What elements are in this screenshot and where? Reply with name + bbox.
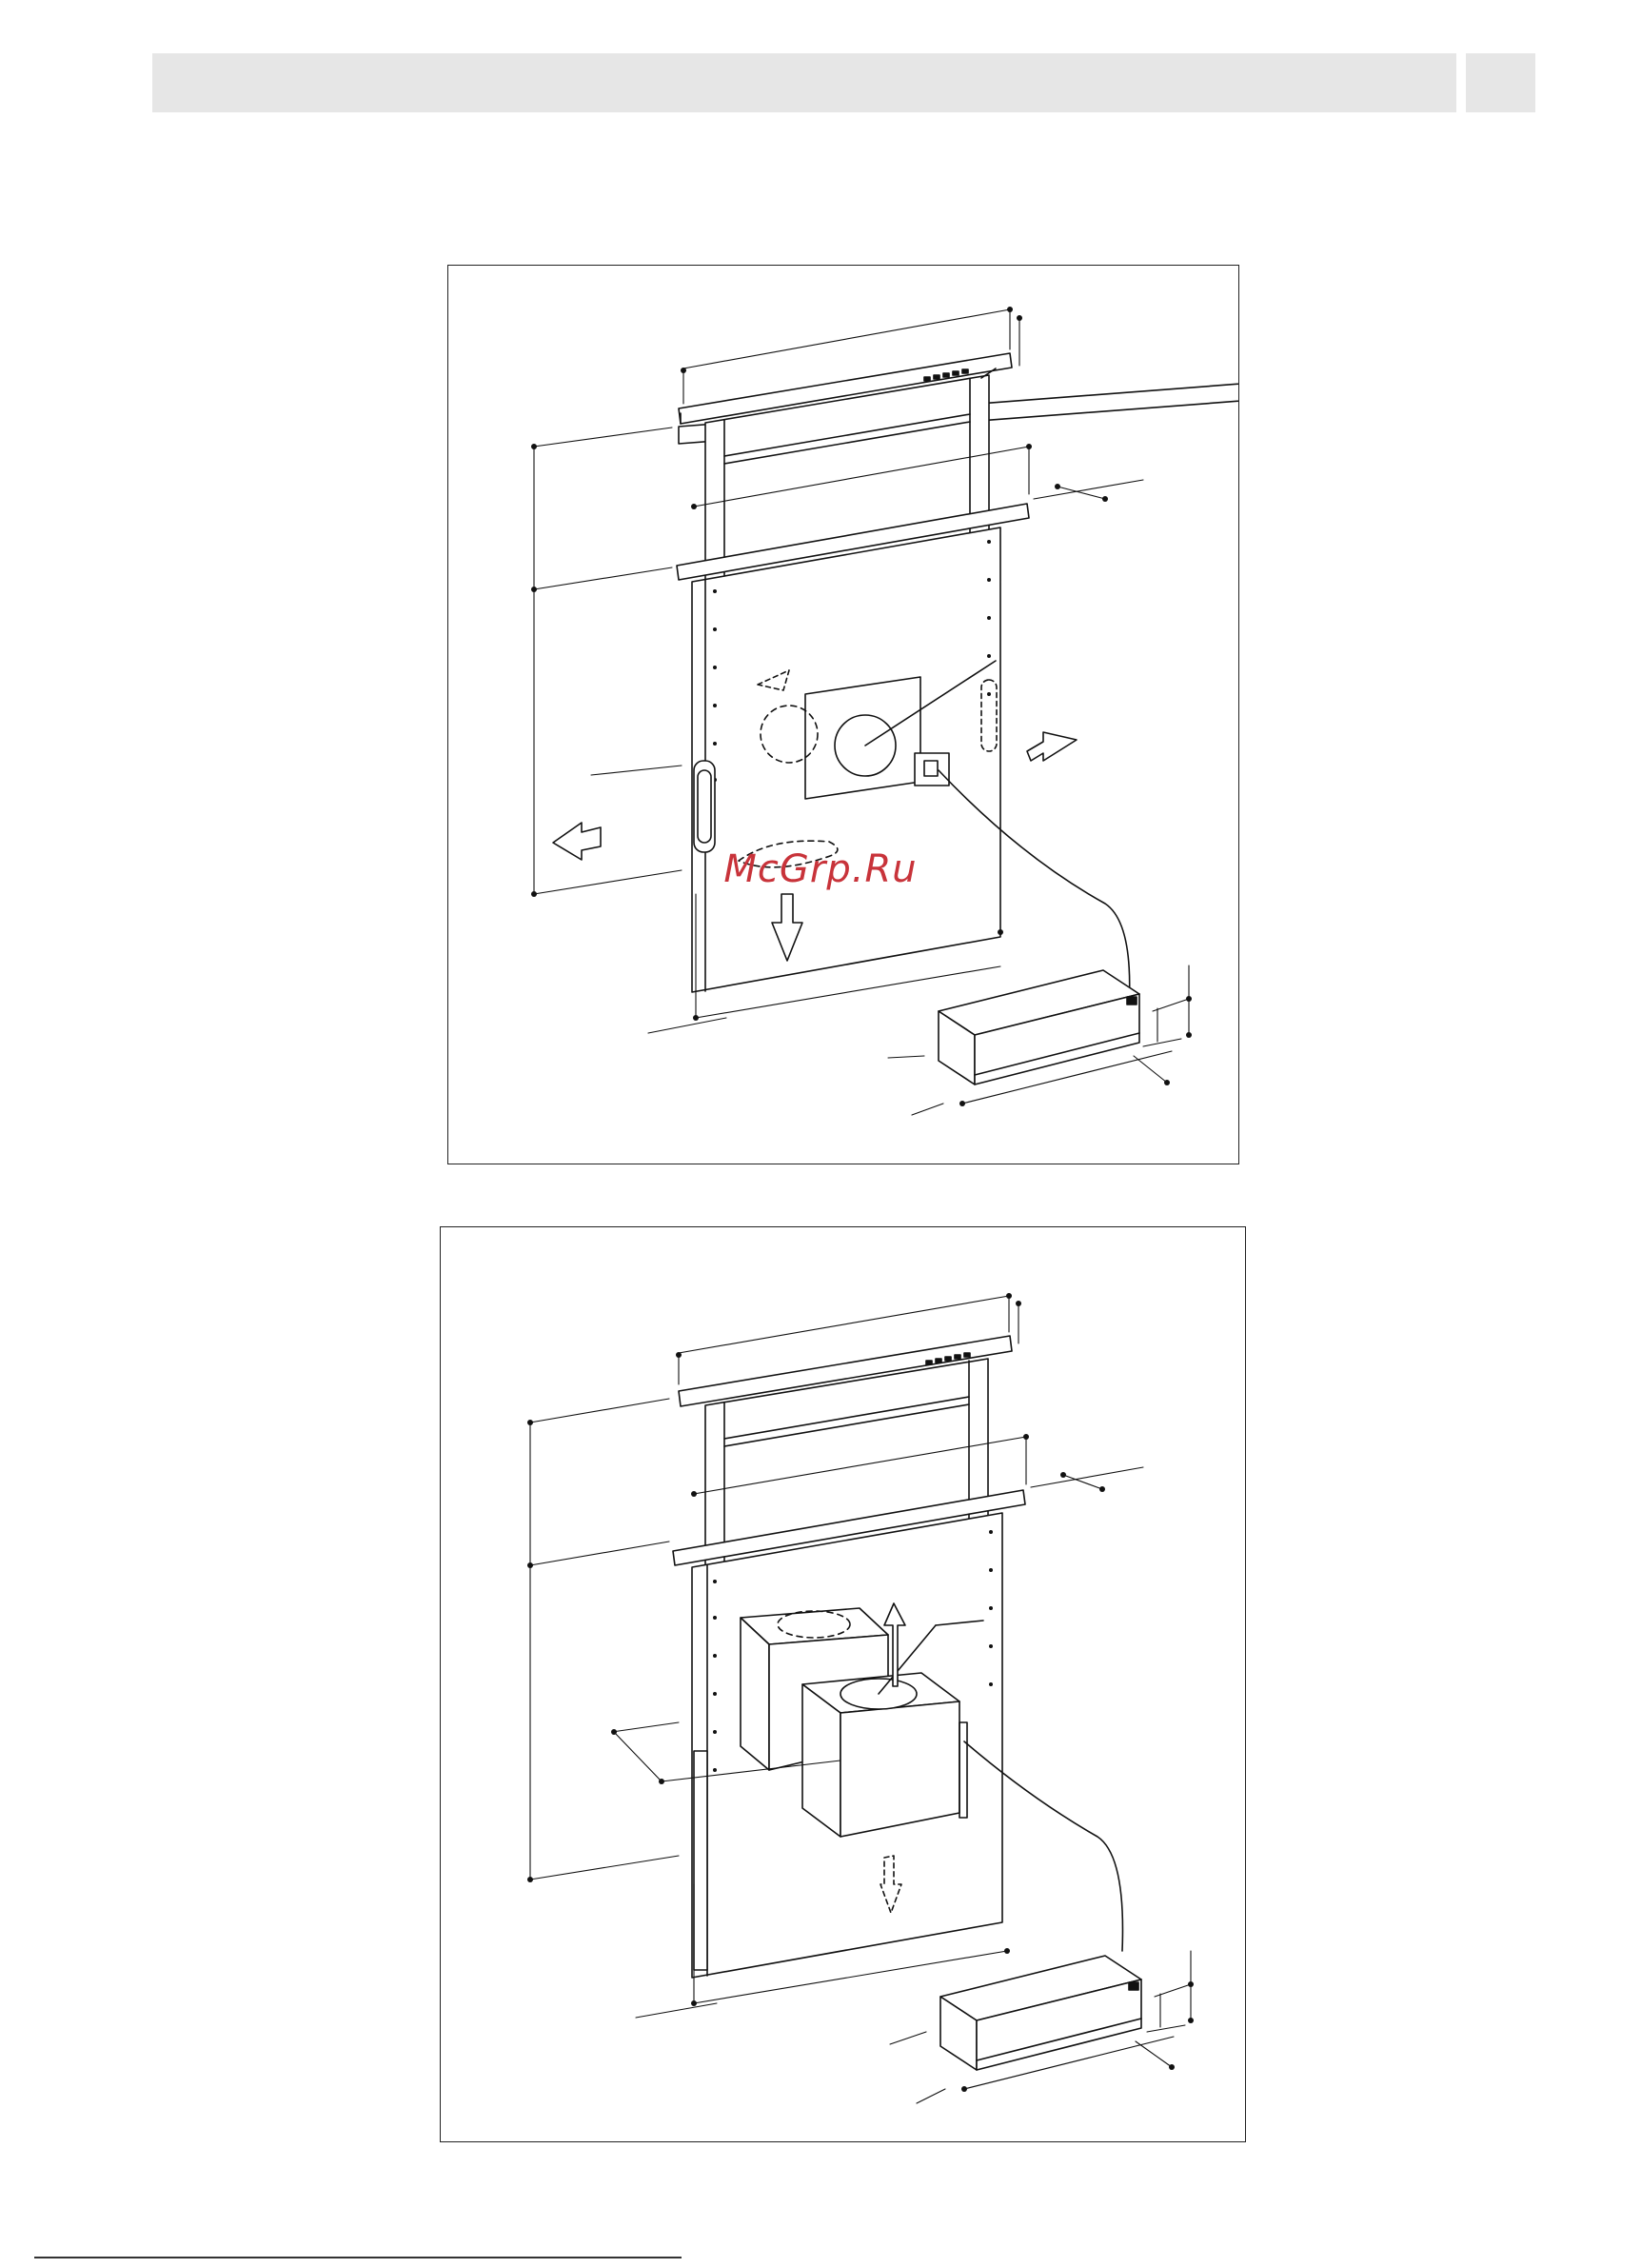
remote-motor-box [939,970,1139,1084]
installation-diagram-external-motor [447,265,1239,1164]
watermark: McGrp.Ru [0,847,1641,891]
installation-diagram-recirculation-motor [440,1226,1246,2142]
header-page-tab [1466,53,1535,112]
remote-motor-box [940,1956,1141,2070]
footer-rule [34,2257,682,2258]
right-arrow-icon [1027,732,1077,761]
header-bar [152,53,1456,112]
